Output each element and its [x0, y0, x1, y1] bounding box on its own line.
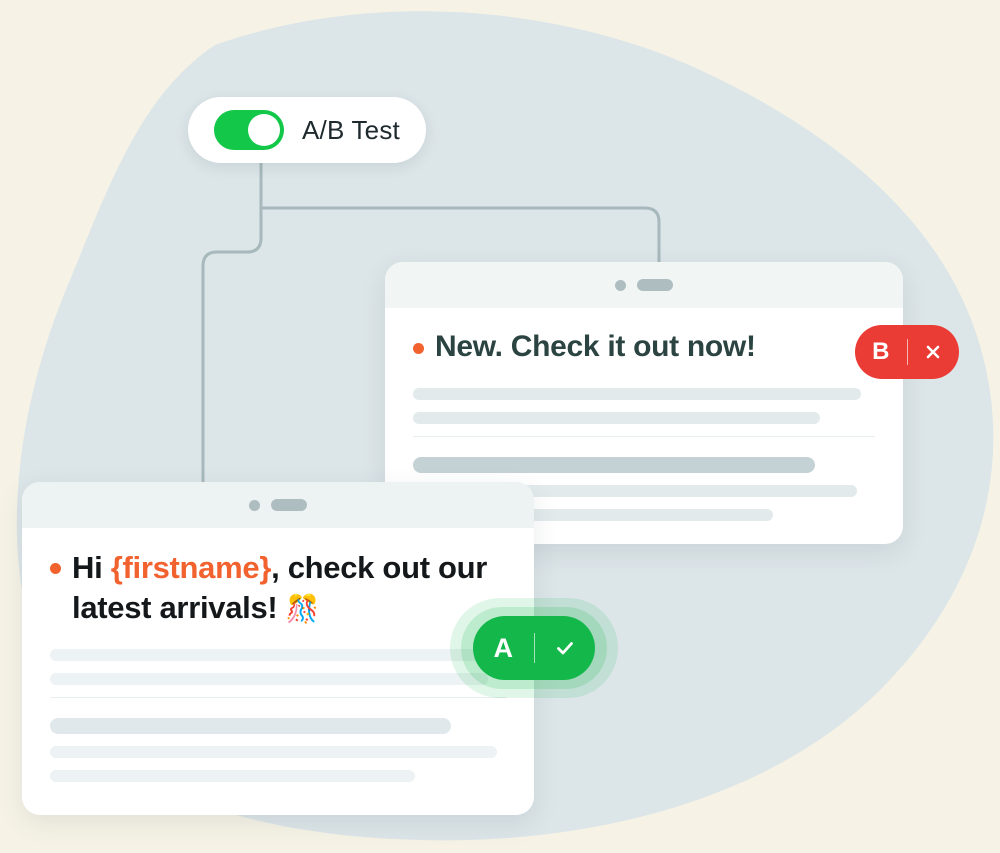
card-a-body: Hi {firstname}, check out our latest arr… — [22, 528, 534, 783]
variant-a-badge[interactable]: A — [473, 616, 595, 680]
skeleton-line — [50, 649, 488, 662]
card-a-header — [22, 482, 534, 528]
variant-b-letter: B — [872, 338, 890, 365]
skeleton-line — [413, 412, 820, 425]
headline-bullet-icon — [413, 343, 424, 354]
skeleton-line-strong — [50, 718, 452, 735]
content-divider — [413, 436, 875, 438]
window-pill-icon — [271, 499, 307, 511]
variant-b-badge[interactable]: B — [855, 325, 959, 379]
headline-suffix: , check out our latest arrivals! — [72, 550, 488, 625]
personalization-token: {firstname} — [110, 550, 272, 585]
card-a-headline-text: Hi {firstname}, check out our latest arr… — [72, 548, 506, 627]
skeleton-line — [413, 388, 862, 401]
card-b-header — [385, 262, 903, 308]
skeleton-line — [50, 746, 497, 759]
skeleton-line — [50, 770, 415, 783]
ab-test-toggle[interactable]: A/B Test — [188, 97, 426, 163]
card-a-skeleton — [50, 649, 506, 783]
content-divider — [50, 697, 506, 699]
check-icon[interactable] — [535, 637, 596, 659]
ab-test-label: A/B Test — [302, 114, 400, 145]
headline-prefix: Hi — [72, 550, 111, 585]
badge-divider — [533, 633, 535, 663]
window-pill-icon — [637, 279, 673, 291]
close-icon[interactable] — [908, 343, 960, 361]
card-a-headline: Hi {firstname}, check out our latest arr… — [50, 548, 506, 627]
toggle-knob — [248, 114, 280, 146]
headline-bullet-icon — [50, 563, 61, 574]
toggle-switch[interactable] — [214, 110, 284, 150]
card-b-headline: New. Check it out now! — [413, 328, 875, 366]
window-dot-icon — [615, 279, 626, 291]
variant-a-card[interactable]: Hi {firstname}, check out our latest arr… — [22, 482, 534, 815]
badge-divider — [906, 339, 908, 365]
card-b-headline-text: New. Check it out now! — [435, 330, 756, 363]
confetti-emoji-icon: 🎊 — [285, 593, 320, 624]
skeleton-line — [50, 673, 488, 686]
skeleton-line-strong — [413, 457, 815, 474]
variant-a-letter: A — [493, 632, 514, 663]
window-dot-icon — [249, 499, 260, 511]
